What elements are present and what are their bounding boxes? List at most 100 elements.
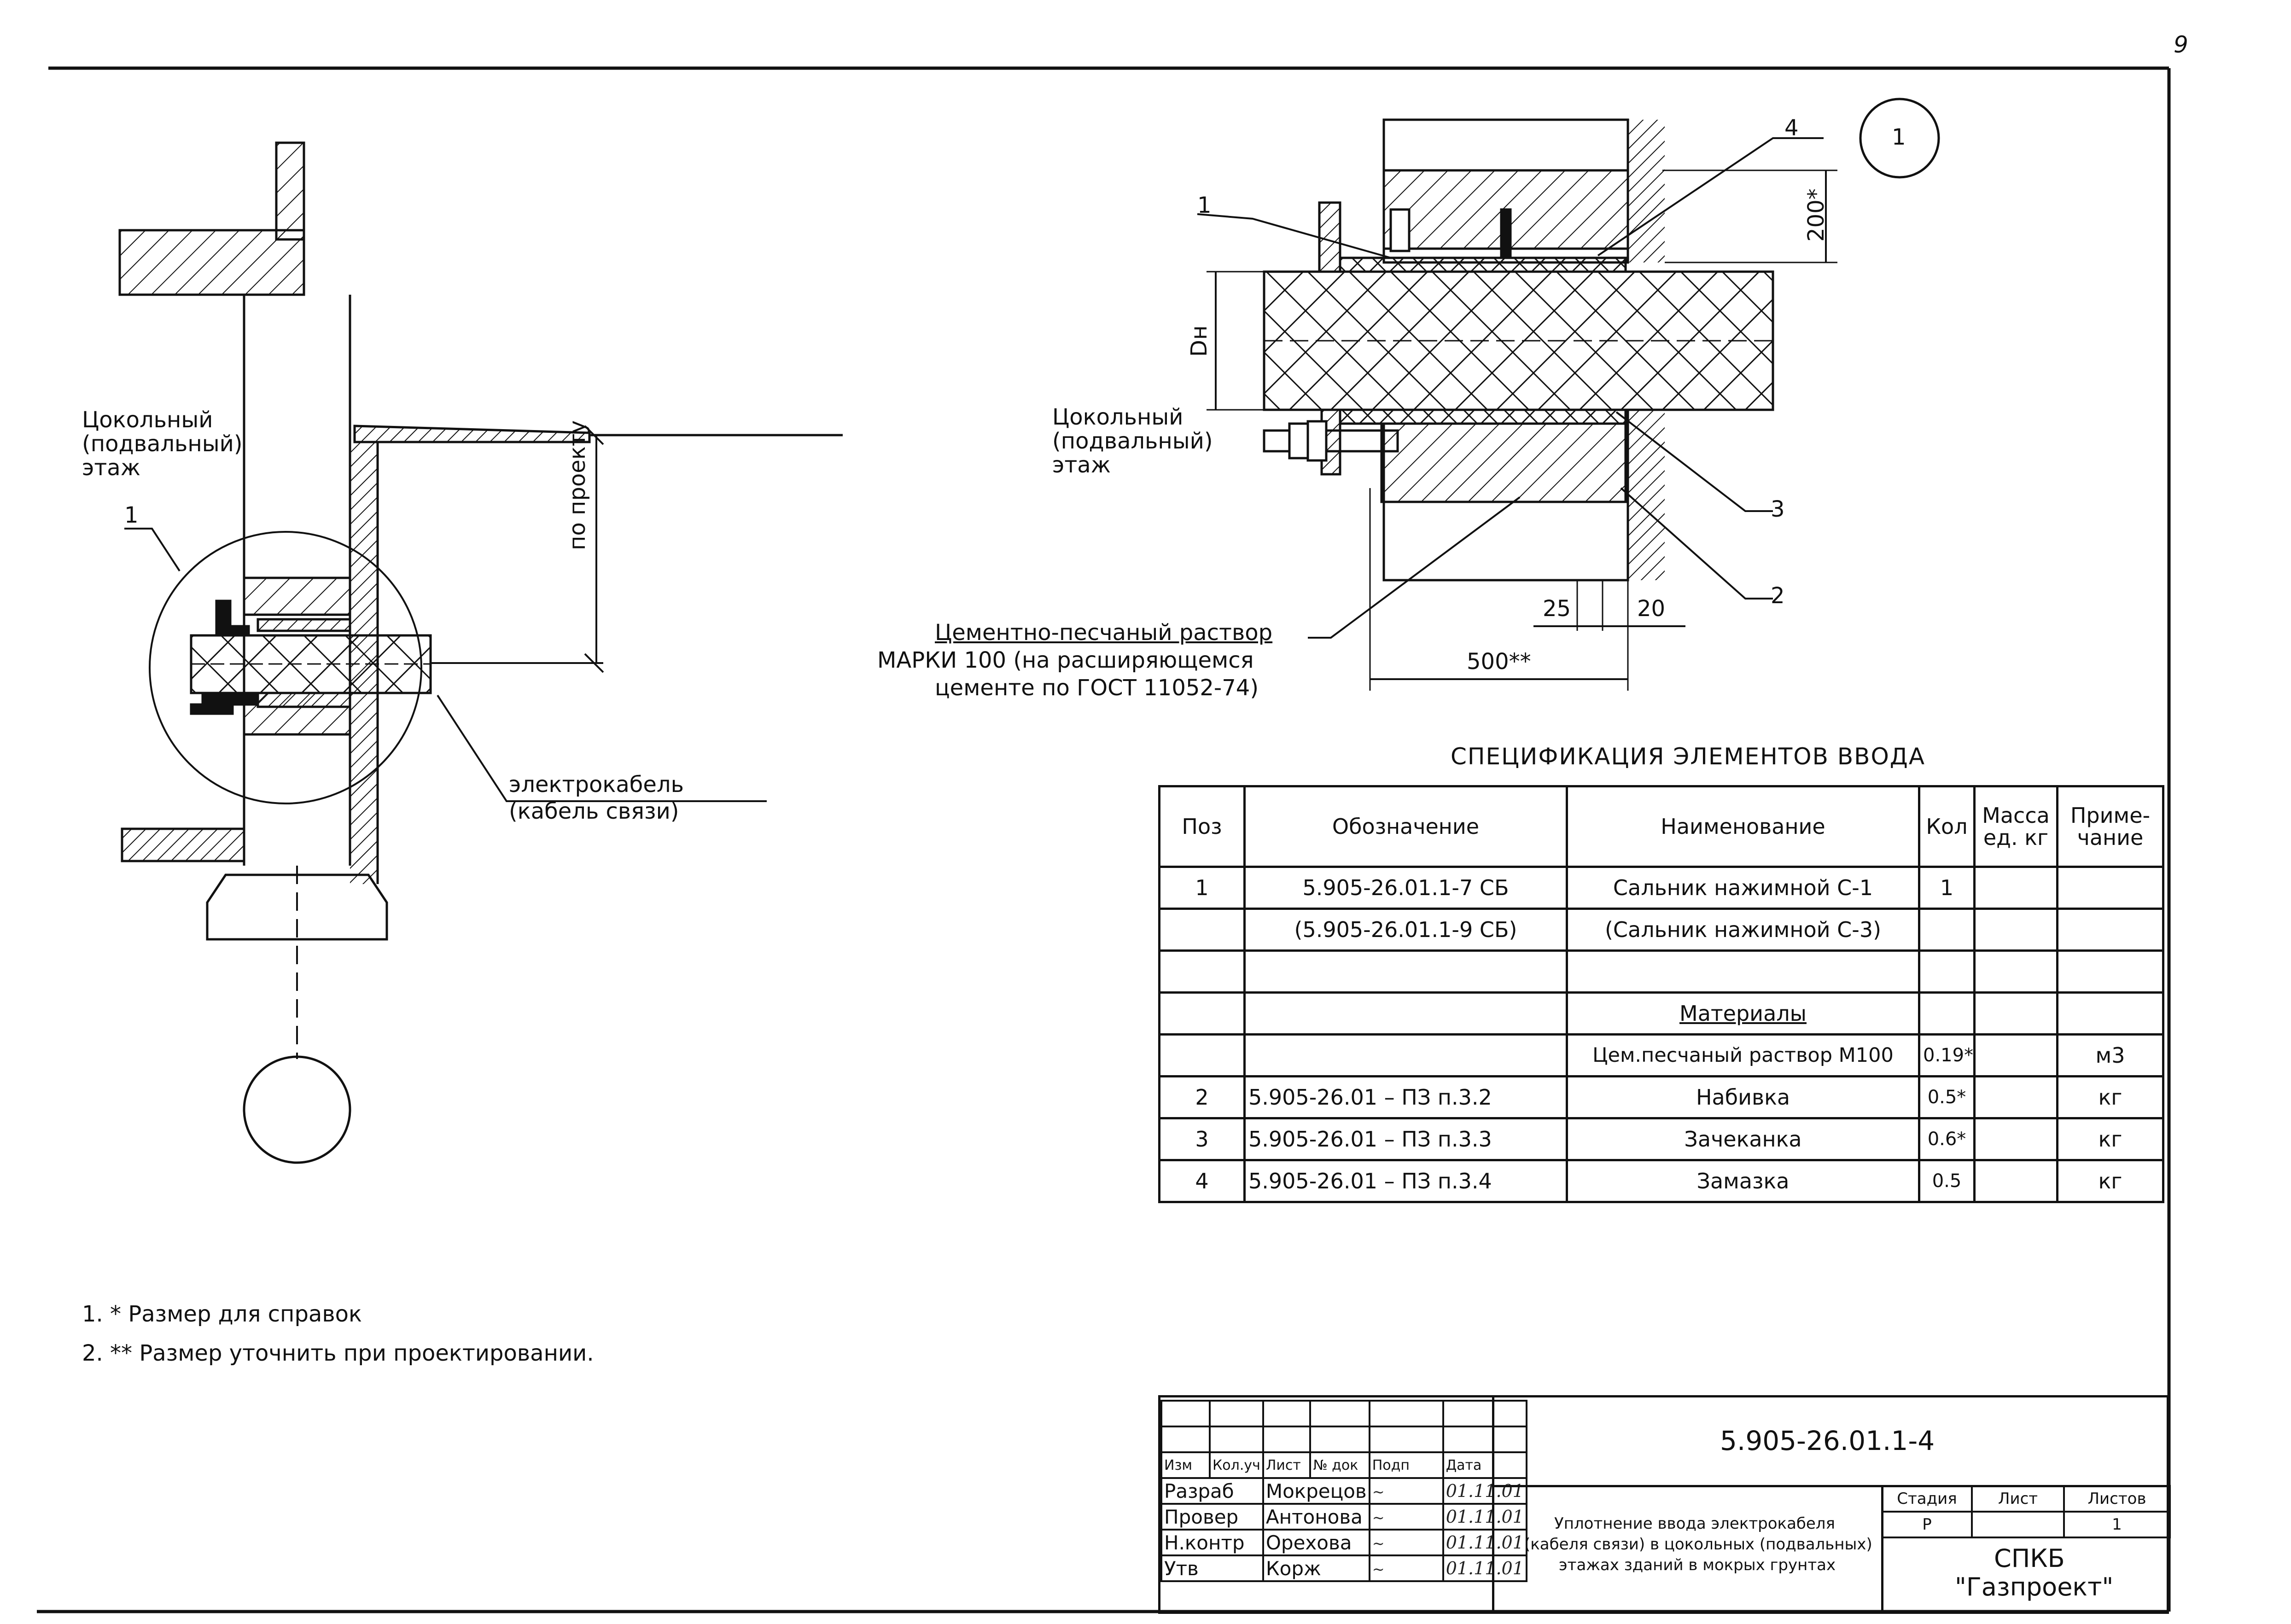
page-number: 9 [2174, 31, 2188, 58]
detail-section [1197, 98, 1940, 691]
spec-cell-pos: 4 [1158, 1159, 1246, 1203]
col-izm: Изм [1160, 1451, 1211, 1479]
spec-cell-pos: 3 [1158, 1117, 1246, 1161]
spec-cell-mass [1973, 1159, 2058, 1203]
spec-cell-qty: 0.5 [1918, 1159, 1976, 1203]
signer-name: Корж [1262, 1554, 1370, 1582]
overview-floor-label-line1: Цокольный [82, 407, 213, 433]
signer-role: Утв [1160, 1554, 1264, 1582]
spec-cell-name: Сальник нажимной С-1 [1566, 866, 1920, 910]
dim-500-label: 500** [1467, 649, 1531, 675]
spec-cell-pos [1158, 908, 1246, 952]
table-row: Цем.песчаный раствор М100 0.19* м3 [1158, 1033, 2164, 1077]
spec-cell-mass [1973, 1117, 2058, 1161]
spec-cell-mass [1973, 949, 2058, 994]
description-line-2: (кабеля связи) в цокольных (подвальных) [1524, 1535, 1872, 1554]
mortar-note-line1: Цементно-песчаный раствор [935, 620, 1273, 646]
spec-cell-note [2056, 866, 2164, 910]
table-row [1158, 949, 2164, 994]
detail-floor-label-line3: этаж [1052, 452, 1111, 478]
dim-200-label: 200* [1803, 188, 1829, 242]
spec-cell-note [2056, 991, 2164, 1036]
spec-header-mass-line2: ед. кг [1983, 825, 2049, 850]
spec-header-mass-line1: Масса [1982, 803, 2050, 828]
signer-role: Н.контр [1160, 1529, 1264, 1556]
table-row: 3 5.905-26.01 – ПЗ п.3.3 Зачеканка 0.6* … [1158, 1117, 2164, 1161]
spec-cell-name: Набивка [1566, 1075, 1920, 1119]
spec-cell-note: м3 [2056, 1033, 2164, 1077]
spec-cell-designation: 5.905-26.01.1-7 СБ [1243, 866, 1568, 910]
signer-name: Антонова [1262, 1503, 1370, 1531]
detail-floor-label-line2: (подвальный) [1052, 428, 1213, 454]
spec-cell-qty: 0.5* [1918, 1075, 1976, 1119]
table-row: Материалы [1158, 991, 2164, 1036]
col-list: Лист [1262, 1451, 1312, 1479]
signer-role: Провер [1160, 1503, 1264, 1531]
signer-row: Н.контр Орехова ~ 01.11.01 [1160, 1529, 1527, 1556]
spec-cell-mass [1973, 991, 2058, 1036]
organization-line-2: "Газпроект" [1955, 1572, 2114, 1601]
spec-header-note: Приме-чание [2056, 785, 2164, 868]
title-block-stage-table: Стадия Лист Листов Р 1 [1881, 1485, 2171, 1538]
spec-cell-note: кг [2056, 1159, 2164, 1203]
spec-header-qty: Кол [1918, 785, 1976, 868]
spec-cell-mass [1973, 908, 2058, 952]
mortar-note-line2: МАРКИ 100 (на расширяющемся [877, 647, 1254, 673]
signature: ~ [1368, 1529, 1444, 1556]
col-data: Дата [1442, 1451, 1527, 1479]
spec-cell-designation: (5.905-26.01.1-9 СБ) [1243, 908, 1568, 952]
overview-floor-label-line2: (подвальный) [82, 431, 243, 457]
position-1-label: 1 [1197, 192, 1212, 218]
spec-cell-pos [1158, 991, 1246, 1036]
position-3-label: 3 [1771, 496, 1785, 522]
signer-date: 01.11.01 [1442, 1503, 1527, 1531]
detail-circle-number: 1 [1892, 124, 1906, 150]
signer-date: 01.11.01 [1442, 1477, 1527, 1505]
spec-cell-qty [1918, 949, 1976, 994]
spec-cell-pos: 1 [1158, 866, 1246, 910]
spec-cell-note: кг [2056, 1117, 2164, 1161]
col-kol-uch: Кол.уч [1209, 1451, 1264, 1479]
overview-floor-label-line3: этаж [82, 455, 140, 481]
signer-name: Мокрецов [1262, 1477, 1370, 1505]
spec-cell-qty [1918, 908, 1976, 952]
spec-cell-designation [1243, 1033, 1568, 1077]
overview-section [118, 141, 843, 1164]
spec-cell-name: Зачеканка [1566, 1117, 1920, 1161]
signer-name: Орехова [1262, 1529, 1370, 1556]
spec-cell-designation: 5.905-26.01 – ПЗ п.3.3 [1243, 1117, 1568, 1161]
spec-cell-qty: 0.19* [1918, 1033, 1976, 1077]
sheet-label: Лист [1971, 1485, 2065, 1513]
dn-dimension-label: Dн [1186, 325, 1212, 357]
signer-date: 01.11.01 [1442, 1554, 1527, 1582]
signer-role: Разраб [1160, 1477, 1264, 1505]
stage-value: Р [1881, 1511, 1973, 1538]
spec-cell-note: кг [2056, 1075, 2164, 1119]
organization-line-1: СПКБ [1994, 1544, 2065, 1573]
overview-callout-number: 1 [124, 502, 139, 528]
spec-cell-pos [1158, 1033, 1246, 1077]
col-podp: Подп [1368, 1451, 1444, 1479]
sheets-value: 1 [2063, 1511, 2171, 1538]
spec-cell-note [2056, 908, 2164, 952]
signer-date: 01.11.01 [1442, 1529, 1527, 1556]
spec-cell-pos [1158, 949, 1246, 994]
spec-cell-name [1566, 949, 1920, 994]
sheets-label: Листов [2063, 1485, 2171, 1513]
mortar-note-line3: цементе по ГОСТ 11052-74) [935, 675, 1259, 701]
spec-cell-qty: 0.6* [1918, 1117, 1976, 1161]
spec-cell-name: Материалы [1566, 991, 1920, 1036]
spec-cell-name: (Сальник нажимной С-3) [1566, 908, 1920, 952]
cable-label-line1: электрокабель [509, 772, 684, 797]
detail-floor-label-line1: Цокольный [1052, 404, 1183, 430]
title-block-description-area [1492, 1485, 1883, 1614]
spec-cell-note [2056, 949, 2164, 994]
sheet-value [1971, 1511, 2065, 1538]
spec-cell-qty: 1 [1918, 866, 1976, 910]
dim-25-label: 25 [1543, 596, 1571, 622]
description-line-1: Уплотнение ввода электрокабеля [1554, 1514, 1835, 1533]
